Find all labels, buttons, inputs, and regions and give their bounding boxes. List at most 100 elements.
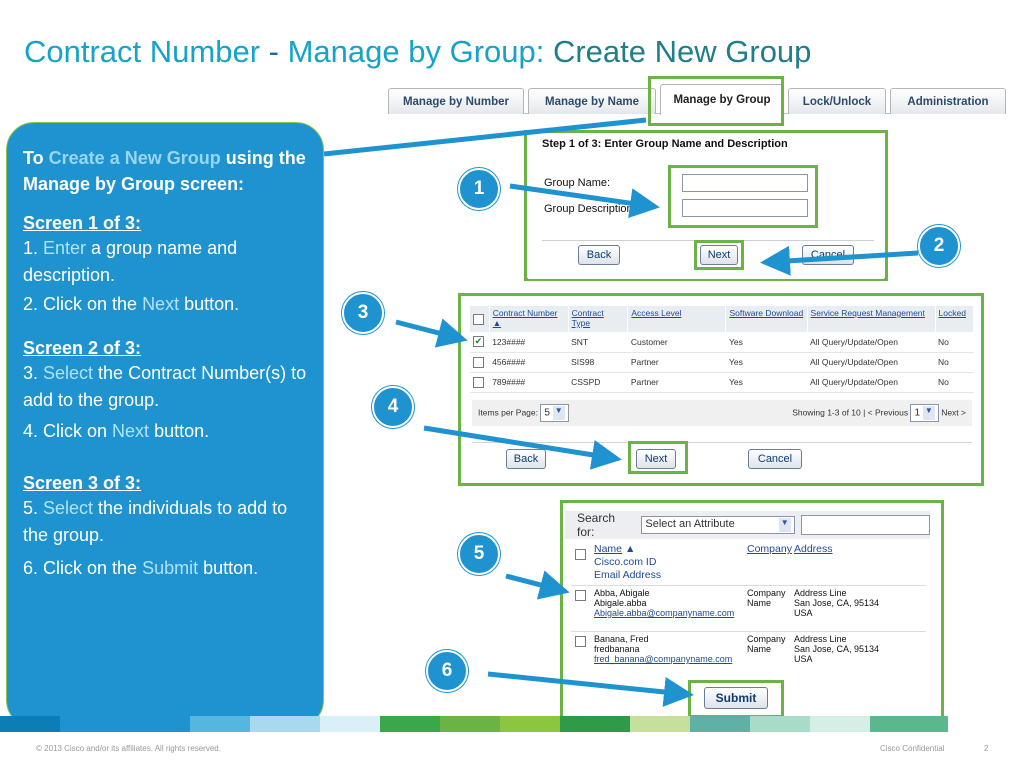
submit-highlight — [688, 680, 784, 718]
cell-service-request: All Query/Update/Open — [807, 332, 936, 353]
cell-service-request: All Query/Update/Open — [807, 352, 936, 373]
person-checkbox[interactable] — [575, 636, 586, 647]
title-separator: - — [268, 34, 279, 69]
cell-contract-type: SIS98 — [568, 352, 628, 373]
row-checkbox-checked[interactable]: ✔ — [473, 336, 484, 348]
table-row: ✔ 123#### SNT Customer Yes All Query/Upd… — [470, 332, 974, 353]
tab-administration[interactable]: Administration — [890, 88, 1006, 114]
group-description-label: Group Description: — [544, 203, 636, 215]
person-info: Banana, Fred fredbanana fred_banana@comp… — [594, 634, 732, 664]
contracts-table: Contract Number▲ Contract Type Access Le… — [470, 306, 975, 393]
instruction-4: 4. Click on Next button. — [23, 421, 210, 441]
col-email: Email Address — [594, 569, 662, 581]
screen2-frame — [458, 293, 984, 486]
col-address[interactable]: Address — [794, 543, 833, 555]
list-item: Banana, Fred fredbanana fred_banana@comp… — [571, 631, 926, 675]
cell-contract-number: 789#### — [489, 372, 569, 393]
cell-software-download: Yes — [725, 372, 808, 393]
tab-manage-by-name[interactable]: Manage by Name — [528, 88, 656, 114]
person-name: Abba, Abigale — [594, 588, 650, 598]
copyright-text: © 2013 Cisco and/or its affiliates. All … — [36, 744, 221, 753]
col-software-download[interactable]: Software Download — [725, 306, 808, 332]
col-contract-type[interactable]: Contract Type — [568, 306, 629, 332]
cell-service-request: All Query/Update/Open — [807, 372, 936, 393]
search-label: Search for: — [577, 511, 616, 539]
attribute-select[interactable]: Select an Attribute▼ — [641, 516, 795, 534]
screen2-heading: Screen 2 of 3: — [23, 338, 142, 358]
step-number-5: 5 — [458, 533, 500, 575]
person-checkbox[interactable] — [575, 590, 586, 601]
tab-highlight — [648, 76, 784, 126]
col-service-request[interactable]: Service Request Management — [807, 306, 936, 332]
arrow-3 — [395, 318, 468, 348]
list-item: Abba, Abigale Abigale.abba Abigale.abba@… — [571, 585, 926, 629]
col-company[interactable]: Company — [747, 543, 792, 555]
cell-software-download: Yes — [725, 352, 808, 373]
next-page-link[interactable]: Next > — [941, 407, 966, 418]
items-per-page: Items per Page: 5 ▼ — [478, 404, 569, 422]
row-checkbox[interactable] — [473, 376, 484, 388]
person-id: Abigale.abba — [594, 598, 647, 608]
cancel-button[interactable]: Cancel — [748, 449, 802, 469]
cancel-button[interactable]: Cancel — [802, 245, 854, 265]
col-name: Name ▲ Cisco.com ID Email Address — [594, 543, 662, 581]
table-row: 789#### CSSPD Partner Yes All Query/Upda… — [470, 372, 974, 393]
page-number: 2 — [984, 744, 989, 753]
sort-name-link[interactable]: Name — [594, 543, 623, 555]
page-title: Contract Number - Manage by Group: Creat… — [24, 34, 811, 70]
title-part-3: Create New Group — [552, 34, 812, 69]
col-cisco-id: Cisco.com ID — [594, 556, 657, 568]
cell-locked: No — [935, 352, 974, 373]
title-part-2: Manage by Group: — [278, 34, 553, 69]
col-locked[interactable]: Locked — [935, 306, 975, 332]
divider — [472, 442, 972, 443]
tab-manage-by-group[interactable]: Manage by Group — [660, 84, 784, 115]
next-highlight-1 — [694, 240, 744, 270]
items-per-page-select[interactable]: 5 ▼ — [540, 404, 569, 422]
tab-lock-unlock[interactable]: Lock/Unlock — [788, 88, 886, 114]
group-name-input[interactable] — [682, 174, 808, 192]
footer-color-bar — [0, 716, 988, 732]
instruction-3: 3. Select the Contract Number(s) to add … — [23, 363, 307, 410]
instruction-5: 5. Select the individuals to add to the … — [23, 498, 288, 545]
tab-manage-by-number[interactable]: Manage by Number — [388, 88, 524, 114]
next-button[interactable]: Next — [700, 245, 738, 265]
search-bar: Search for: Select an Attribute▼ — [565, 511, 930, 539]
cell-access-level: Partner — [627, 372, 726, 393]
col-access-level[interactable]: Access Level — [627, 306, 727, 332]
person-company: Company Name — [747, 634, 786, 654]
cell-contract-type: CSSPD — [568, 372, 628, 393]
page-select[interactable]: 1 ▼ — [910, 404, 939, 422]
next-button[interactable]: Next — [636, 449, 676, 469]
step-number-6: 6 — [426, 650, 468, 692]
instruction-2: 2. Click on the Next button. — [23, 294, 240, 314]
back-button[interactable]: Back — [506, 449, 546, 469]
person-email[interactable]: Abigale.abba@companyname.com — [594, 608, 735, 618]
instructions-callout: To Create a New Group using the Manage b… — [6, 122, 324, 728]
pager-bar: Items per Page: 5 ▼ Showing 1-3 of 10 | … — [472, 400, 972, 426]
submit-button[interactable]: Submit — [704, 687, 768, 709]
cell-access-level: Partner — [627, 352, 726, 373]
search-input[interactable] — [800, 515, 930, 535]
col-contract-number[interactable]: Contract Number▲ — [489, 306, 569, 332]
chevron-down-icon: ▼ — [778, 518, 791, 532]
select-all-checkbox[interactable] — [473, 313, 484, 325]
people-header-row: Name ▲ Cisco.com ID Email Address Compan… — [571, 543, 926, 583]
step-number-2: 2 — [918, 225, 960, 267]
cell-contract-type: SNT — [568, 332, 628, 353]
screen2-panel: Contract Number▲ Contract Type Access Le… — [464, 298, 980, 482]
back-button[interactable]: Back — [578, 245, 620, 265]
row-checkbox[interactable] — [473, 356, 484, 368]
screen1-heading: Screen 1 of 3: — [23, 213, 142, 233]
instruction-6: 6. Click on the Submit button. — [23, 558, 259, 578]
person-email[interactable]: fred_banana@companyname.com — [594, 654, 733, 664]
select-all-checkbox[interactable] — [575, 549, 586, 560]
table-row: 456#### SIS98 Partner Yes All Query/Upda… — [470, 352, 974, 373]
chevron-down-icon: ▼ — [922, 406, 935, 420]
person-id: fredbanana — [594, 644, 640, 654]
next-highlight-2 — [628, 441, 688, 474]
step-number-4: 4 — [372, 386, 414, 428]
group-description-input[interactable] — [682, 199, 808, 217]
cell-access-level: Customer — [627, 332, 726, 353]
